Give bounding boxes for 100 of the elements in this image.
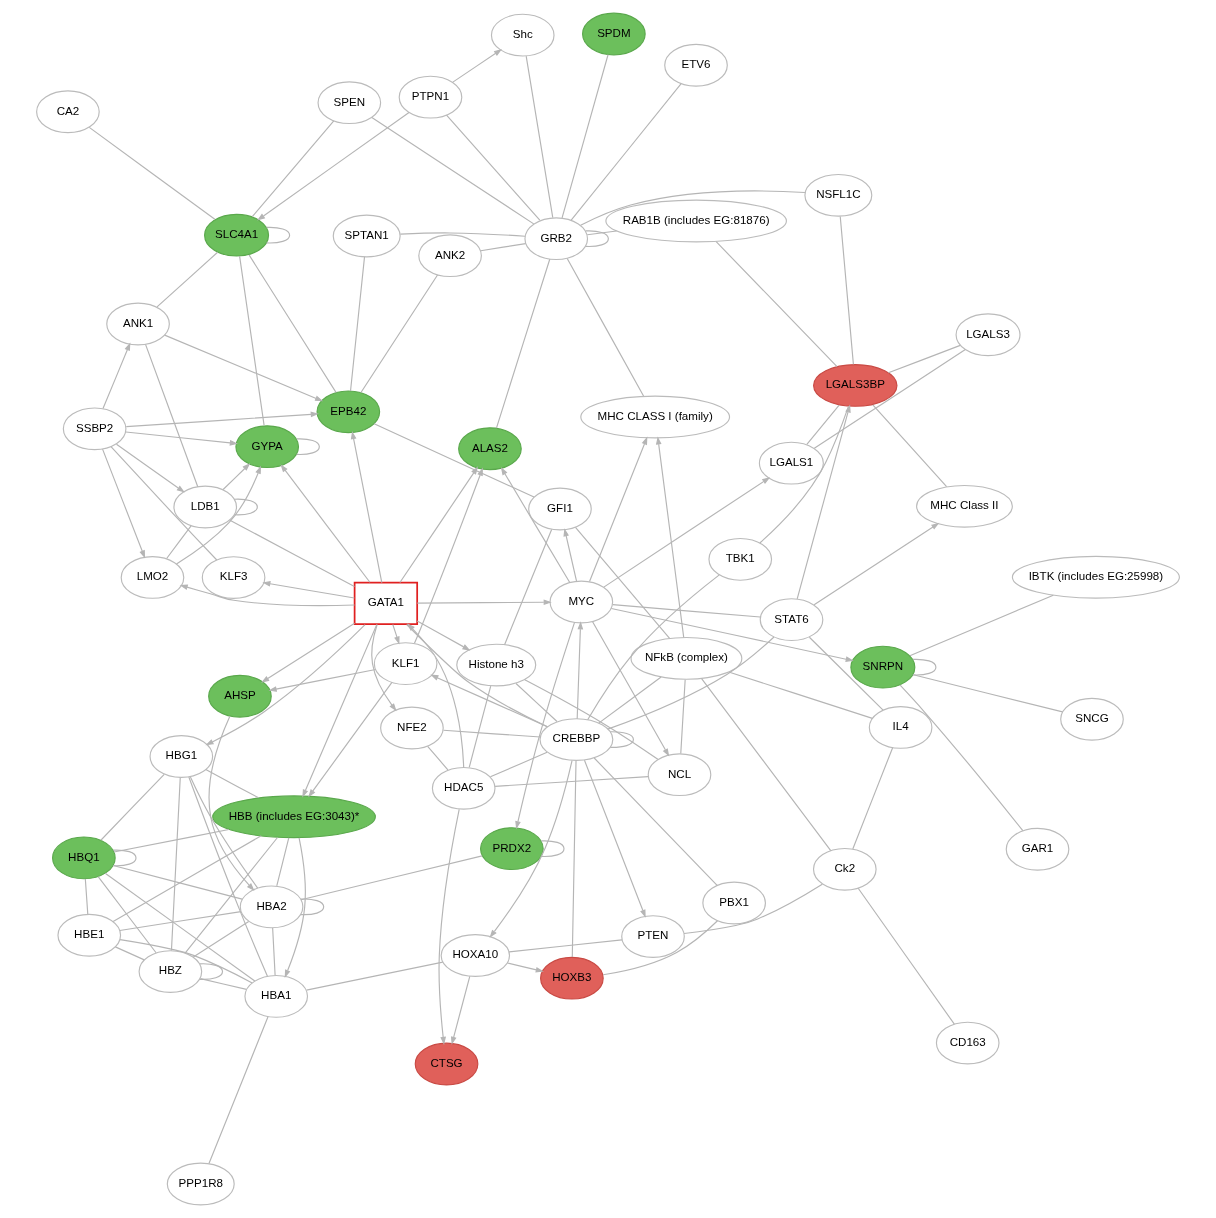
- arrow: [399, 466, 479, 584]
- arrow: [125, 411, 319, 428]
- connector: [113, 828, 230, 853]
- connector: [571, 760, 577, 958]
- connector: [857, 887, 955, 1025]
- connector: [593, 757, 718, 886]
- connector: [566, 257, 645, 397]
- arrow: [515, 621, 576, 830]
- node-ellipse: MHC CLASS I (family): [580, 395, 731, 439]
- connector: [912, 674, 1064, 713]
- node-box: GATA1: [353, 581, 419, 626]
- connector: [561, 53, 609, 219]
- connector: [296, 438, 320, 456]
- connector: [188, 776, 269, 977]
- arrow: [655, 436, 685, 638]
- connector: [598, 676, 662, 724]
- node-ellipse: SNCG: [1060, 697, 1124, 741]
- arrow: [392, 623, 400, 645]
- connector: [580, 190, 806, 226]
- connector: [489, 751, 548, 778]
- node-ellipse: NCL: [647, 753, 712, 797]
- node-ellipse: SPDM: [582, 12, 646, 56]
- connector: [166, 525, 192, 560]
- connector: [305, 961, 444, 991]
- node-ellipse: LMO2: [120, 556, 185, 599]
- node-ellipse: CREBBP: [539, 718, 614, 762]
- node-ellipse: LGALS3BP: [813, 364, 898, 407]
- connector: [97, 876, 157, 954]
- node-ellipse: HDAC5: [431, 766, 496, 810]
- node-ellipse: HBB (includes EG:3043)*: [212, 795, 376, 839]
- arrow: [350, 430, 383, 584]
- node-ellipse: STAT6: [759, 598, 824, 642]
- connector: [114, 946, 145, 961]
- node-ellipse: NFkB (complex): [630, 636, 743, 680]
- connector: [852, 747, 894, 850]
- node-ellipse: HOXB3: [540, 956, 604, 1000]
- connector: [508, 939, 623, 953]
- connector: [88, 126, 216, 220]
- connector: [119, 911, 242, 932]
- node-ellipse: GAR1: [1005, 827, 1070, 871]
- connector: [248, 254, 337, 394]
- connector: [609, 731, 634, 748]
- connector: [759, 405, 850, 544]
- connector: [715, 241, 838, 368]
- connector: [251, 120, 335, 218]
- arrow: [257, 111, 410, 221]
- connector: [701, 678, 832, 852]
- connector: [234, 498, 258, 516]
- arrow: [222, 463, 251, 491]
- node-ellipse: HBZ: [138, 950, 203, 994]
- connector: [371, 116, 535, 225]
- node-ellipse: PTPN1: [398, 75, 463, 119]
- connector: [445, 114, 541, 221]
- node-ellipse: SSBP2: [62, 407, 127, 451]
- node-ellipse: PBX1: [702, 881, 766, 925]
- connector: [495, 258, 551, 429]
- node-ellipse: HOXA10: [440, 934, 511, 977]
- connector: [112, 864, 243, 900]
- arrow: [280, 464, 371, 583]
- node-ellipse: KLF3: [201, 556, 266, 599]
- arrow: [489, 760, 573, 938]
- node-ellipse: NSFL1C: [804, 173, 873, 217]
- arrow: [610, 607, 854, 662]
- connector: [515, 682, 558, 723]
- connector: [192, 920, 250, 958]
- arrow: [208, 715, 255, 891]
- node-ellipse: ANK1: [106, 302, 170, 346]
- arrow: [179, 584, 356, 607]
- connector: [586, 230, 618, 236]
- connector: [887, 344, 961, 374]
- connector: [144, 343, 199, 488]
- connector: [909, 594, 1054, 657]
- connector: [112, 835, 262, 922]
- connector: [813, 349, 966, 449]
- arrow: [308, 681, 393, 798]
- connector: [728, 671, 873, 719]
- node-ellipse: IL4: [868, 705, 933, 749]
- connector: [300, 898, 325, 916]
- connector: [524, 679, 659, 760]
- arrow: [413, 467, 483, 644]
- arrow: [592, 621, 670, 757]
- node-ellipse: SPEN: [317, 81, 382, 125]
- arrow: [125, 431, 238, 446]
- arrow: [302, 624, 378, 798]
- connector: [265, 226, 291, 244]
- node-ellipse: CA2: [36, 90, 100, 134]
- arrow: [205, 624, 366, 746]
- connector: [360, 274, 439, 394]
- connector: [119, 939, 253, 984]
- connector: [480, 243, 527, 252]
- connector: [399, 232, 526, 237]
- arrow: [175, 465, 261, 565]
- connector: [683, 883, 823, 935]
- arrow: [416, 599, 552, 606]
- node-ellipse: LGALS3: [955, 313, 1021, 357]
- node-ellipse: ETV6: [664, 43, 728, 87]
- node-ellipse: SPTAN1: [332, 214, 401, 258]
- connector: [112, 849, 137, 867]
- arrow: [101, 448, 146, 559]
- arrow: [416, 620, 471, 651]
